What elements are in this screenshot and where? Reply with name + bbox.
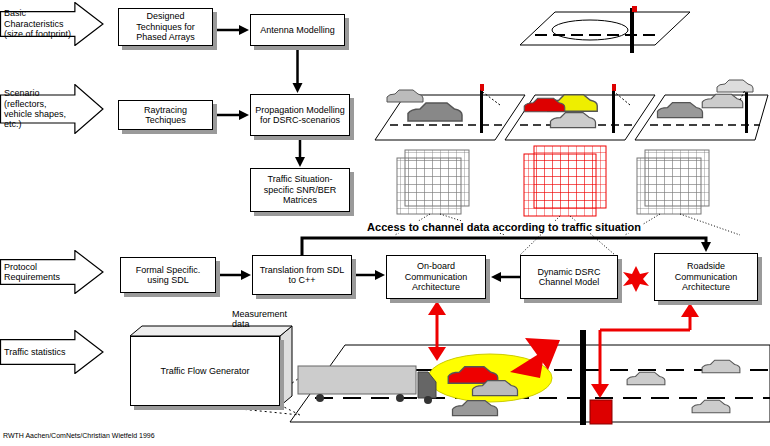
box-label: Traffic Situation-specific SNR/BER Matri… [255,174,345,205]
credit-label: RWTH Aachen/ComNets/Christian Wietfeld 1… [3,432,155,440]
box-label: Translation from SDL to C++ [257,265,347,286]
connector [293,46,303,93]
process-box: Translation from SDL to C++ [252,255,352,295]
box-label: Formal Specific. using SDL [125,265,211,286]
box-label: On-board Communication Architecture [391,261,481,292]
connector [491,272,520,282]
input-arrow: Scenario (reflectors, vehicle shapes, et… [0,84,104,134]
box-label: Dynamic DSRC Channel Model [525,267,613,288]
box-label: Basic Characteristics (size of footprint… [4,8,74,39]
box-label: Scenario (reflectors, vehicle shapes, et… [4,88,74,129]
input-arrow: Protocol Requirements [0,250,104,294]
input-arrow: Basic Characteristics (size of footprint… [0,2,104,46]
process-box: Traffic Flow Generator [130,336,280,406]
process-box: On-board Communication Architecture [386,255,486,299]
box-label: Propagation Modelling for DSRC-scenarios [255,105,345,126]
input-arrow: Traffic statistics [0,330,104,374]
process-box: Roadside Communication Architecture [654,253,758,301]
box-label: Antenna Modelling [260,25,335,35]
process-box: Antenna Modelling [250,14,345,46]
process-box: Dynamic DSRC Channel Model [520,255,618,299]
box-label: Designed Techniques for Phased Arrays [123,11,208,42]
box-label: Traffic statistics [4,347,66,357]
process-box: Propagation Modelling for DSRC-scenarios [250,94,350,136]
box-label: Traffic Flow Generator [160,366,249,376]
box-label: Raytracing Techiques [123,105,208,126]
connector [302,238,711,255]
process-box: Designed Techniques for Phased Arrays [118,8,213,46]
process-box: Formal Specific. using SDL [120,257,216,293]
box-label: Roadside Communication Architecture [659,261,753,292]
edge-label: Access to channel data according to traf… [365,221,643,233]
connector [352,270,385,280]
connector [216,270,251,280]
process-box: Raytracing Techiques [118,100,213,130]
connector [213,25,249,35]
box-label: Protocol Requirements [4,262,74,283]
note-label: Measurement data [232,310,292,330]
connector [295,136,305,167]
connector [213,110,249,120]
process-box: Traffic Situation-specific SNR/BER Matri… [250,168,350,212]
